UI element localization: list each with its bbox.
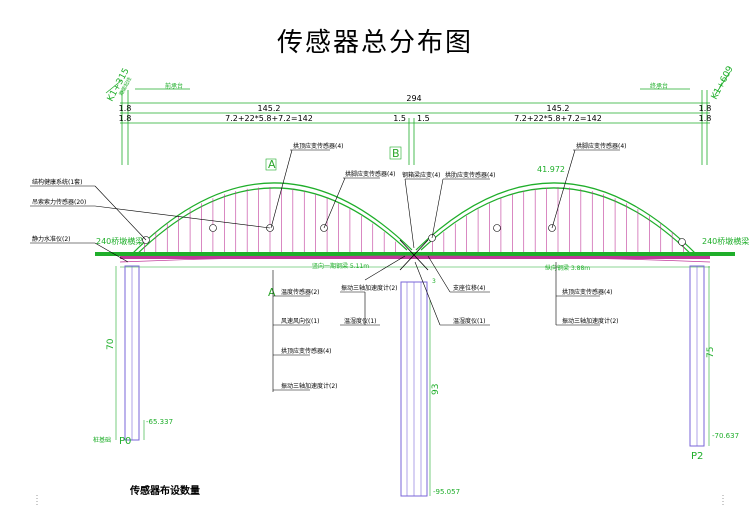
pier-height-left: 70: [106, 338, 116, 350]
callout-lower-mid-1: 温度传感器(2): [281, 288, 320, 296]
callout-lower-mid-4: 振动三轴加速度计(2): [281, 382, 338, 390]
piers: [115, 265, 710, 497]
center-small-mark: 3: [432, 278, 436, 285]
callout-lower-center-1: 振动三轴加速度计(2): [341, 284, 398, 292]
callout-lower-mid-2: 风速风向仪(1): [281, 317, 320, 325]
bottom-note: 传感器布设数量: [130, 486, 200, 497]
callout-health-system: 结构健康系统(1套): [32, 178, 83, 186]
hangers: [144, 187, 684, 256]
sensor-marker: [209, 224, 217, 232]
dim-right-end: 1.8: [699, 104, 712, 113]
arch-rise-label: 41.972: [537, 165, 565, 174]
callout-leaders: [30, 149, 620, 392]
dim-right-breakdown: 7.2+22*5.8+7.2=142: [514, 114, 602, 123]
sensor-markers: [142, 224, 686, 246]
dim-left-span: 145.2: [258, 104, 281, 113]
callout-hanger-force: 吊索索力传感器(20): [32, 198, 86, 206]
sensor-marker: [678, 238, 686, 246]
girder-label-right: 纵向钢梁 3.88m: [545, 264, 590, 272]
bearing-label-right: 240桥墩横梁: [702, 236, 749, 246]
girder-label-left: 竖向一期钢梁 5.11m: [312, 262, 369, 270]
callout-top-5: 拱脚应变传感器(4): [576, 142, 627, 150]
page-title: 传感器总分布图: [276, 28, 473, 58]
dimension-chain: [105, 71, 731, 165]
sensor-marker: [493, 224, 501, 232]
dim-right-end-2: 1.8: [699, 114, 712, 123]
callout-top-2: 拱脚应变传感器(4): [345, 170, 396, 178]
dim-mid-right: 1.5: [417, 114, 430, 123]
bearing-label-left: 240桥墩横梁: [96, 236, 143, 246]
callout-top-4: 拱肋应变传感器(4): [445, 171, 496, 179]
section-mark-b-top: B: [392, 147, 400, 160]
pier-height-right: 75: [706, 347, 716, 358]
station-right: K1+609: [710, 64, 736, 101]
section-mark-a-top: A: [268, 158, 276, 171]
elevation-left: -65.337: [146, 418, 173, 426]
elevation-right: -70.637: [712, 432, 739, 440]
green-tag-left-b: 前承台: [165, 82, 183, 90]
dim-left-end: 1.8: [119, 104, 132, 113]
deck: [95, 239, 735, 271]
callout-lower-right-2: 振动三轴加速度计(2): [562, 317, 619, 325]
dim-left-end-2: 1.8: [119, 114, 132, 123]
dim-total: 294: [406, 94, 421, 103]
dim-right-span: 145.2: [547, 104, 570, 113]
dim-left-breakdown: 7.2+22*5.8+7.2=142: [225, 114, 313, 123]
callout-lower-right-1: 拱顶应变传感器(4): [562, 288, 613, 296]
callout-top-1: 拱顶应变传感器(4): [293, 142, 344, 150]
p0-note: 桩基础: [93, 436, 111, 444]
elevation-center: -95.057: [433, 488, 460, 496]
callout-lower-mid-3: 拱顶应变传感器(4): [281, 347, 332, 355]
green-tag-right: 终承台: [650, 82, 668, 90]
dim-mid-left: 1.5: [393, 114, 406, 123]
callout-lower-center-4: 温湿度仪(1): [453, 317, 486, 325]
pier-label-p2: P2: [691, 451, 703, 462]
callout-static-level: 静力水准仪(2): [32, 235, 71, 243]
callout-lower-center-3: 支座位移(4): [453, 284, 486, 292]
callout-lower-center-2: 温湿度仪(1): [344, 317, 377, 325]
section-mark-a-bottom: A: [268, 286, 276, 299]
callout-top-3: 钢箱梁应变(4): [402, 171, 441, 179]
pier-label-p0: P0: [119, 436, 131, 447]
pier-height-center: 93: [431, 384, 441, 395]
